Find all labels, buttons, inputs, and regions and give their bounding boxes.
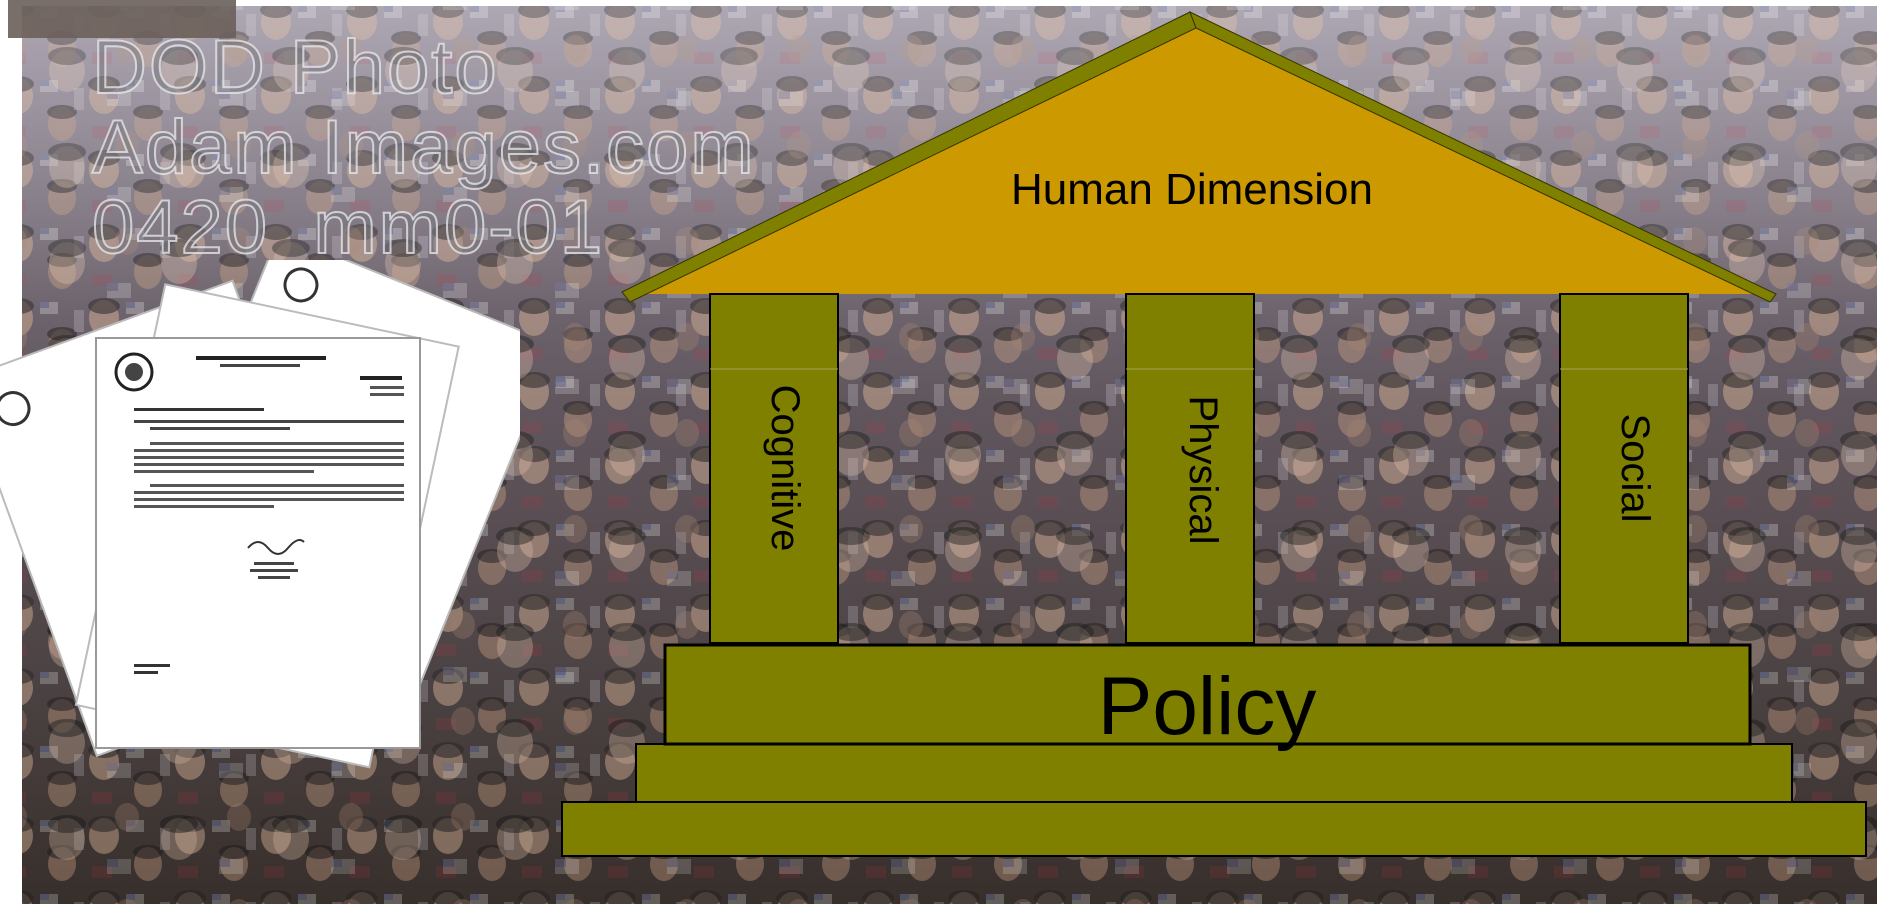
pillar-label-cognitive: Cognitive — [763, 385, 807, 552]
roof-label: Human Dimension — [1011, 165, 1373, 214]
photo-credit-watermark: DOD Photo Adam Images.com 0420_mm0-01 — [91, 25, 756, 270]
watermark-line-1: DOD Photo — [91, 25, 499, 110]
pillar-physical: Physical — [1125, 293, 1255, 644]
watermark-line-2: Adam Images.com — [91, 105, 756, 190]
policy-documents-illustration — [0, 260, 520, 769]
policy-label: Policy — [1098, 661, 1317, 752]
roof — [632, 24, 1758, 294]
roof-right-eave — [1189, 11, 1777, 303]
document-front — [95, 337, 421, 749]
pillar-label-social: Social — [1613, 414, 1657, 523]
policy-foundation — [663, 643, 1752, 746]
base-step-bottom — [561, 801, 1867, 857]
pillar-cognitive: Cognitive — [709, 293, 839, 644]
pillar-social: Social — [1559, 293, 1689, 644]
watermark-line-3: 0420_mm0-01 — [91, 185, 605, 270]
pillar-label-physical: Physical — [1181, 396, 1225, 545]
base-step-middle — [635, 743, 1793, 803]
